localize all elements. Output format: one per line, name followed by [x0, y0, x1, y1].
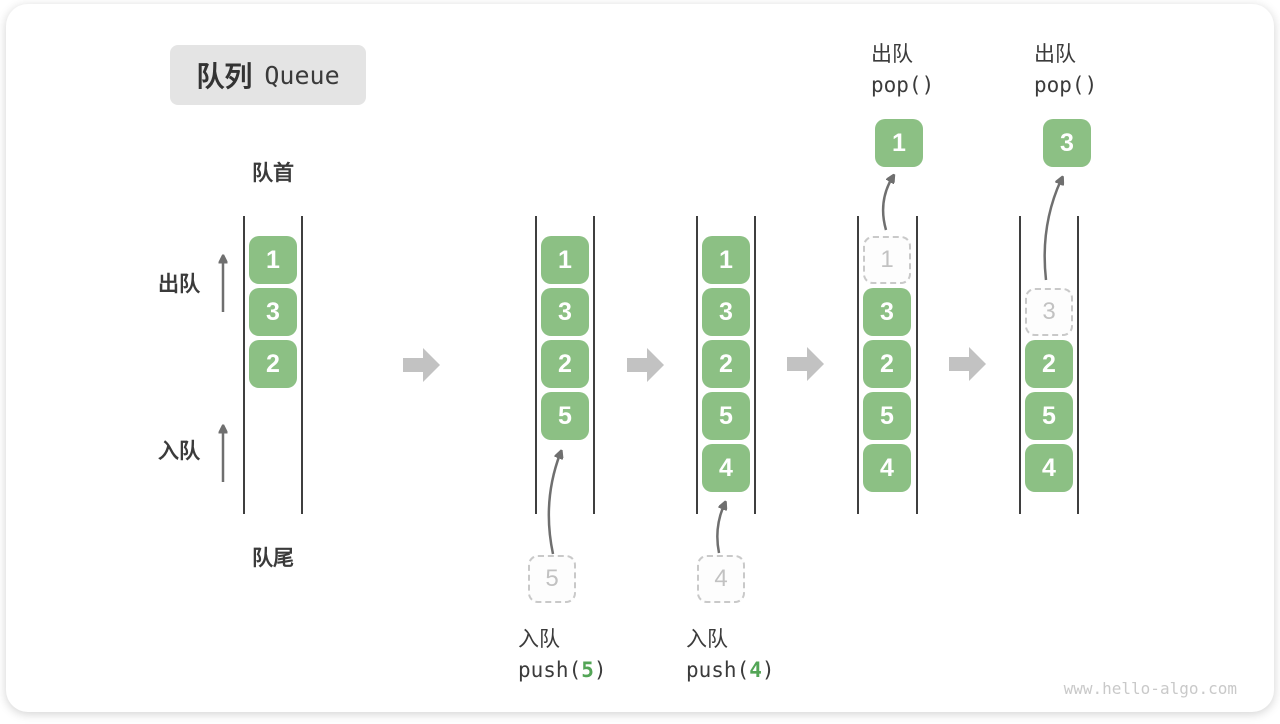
pop-code-label: pop() — [871, 73, 935, 97]
queue-wall — [1019, 216, 1021, 514]
queue-cell: 2 — [863, 340, 911, 388]
code-post: ) — [593, 658, 607, 682]
queue-cell: 1 — [541, 236, 589, 284]
queue-wall — [857, 216, 859, 514]
popped-cell: 1 — [875, 119, 923, 167]
incoming-cell-ghost: 4 — [697, 555, 745, 603]
queue-cell: 1 — [249, 236, 297, 284]
enqueue-curve-arrow-icon — [716, 505, 724, 554]
queue-cell: 1 — [702, 236, 750, 284]
queue-cell: 3 — [541, 288, 589, 336]
enqueue-op-label: 入队 — [518, 628, 560, 651]
queue-wall — [916, 216, 918, 514]
queue-cell: 5 — [702, 392, 750, 440]
diagram-canvas: 队列 Queue 队首 队尾 出队 入队 1 3 2 1 3 2 5 5 入队 … — [6, 4, 1274, 712]
code-arg: 4 — [749, 658, 762, 682]
queue-wall — [593, 216, 595, 514]
stage-transition-arrow-icon — [949, 347, 986, 381]
queue-cell: 4 — [702, 444, 750, 492]
arrows-overlay — [6, 4, 1280, 555]
code-post: ) — [761, 658, 775, 682]
stage-transition-arrow-icon — [787, 347, 824, 381]
queue-wall — [301, 216, 303, 514]
title-english: Queue — [264, 60, 340, 90]
code-pre: push( — [518, 658, 582, 682]
push5-code-label: push(5) — [518, 658, 607, 682]
code-pre: push( — [686, 658, 750, 682]
dequeue-curve-arrow-icon — [881, 178, 892, 231]
queue-cell: 5 — [863, 392, 911, 440]
watermark: www.hello-algo.com — [1063, 679, 1237, 698]
dequeue-curve-arrow-icon — [1043, 180, 1061, 281]
code-arg: 5 — [581, 658, 594, 682]
dequeue-op-label: 出队 — [1034, 43, 1076, 66]
enqueue-side-label: 入队 — [158, 440, 200, 463]
queue-cell: 2 — [249, 340, 297, 388]
queue-wall — [696, 216, 698, 514]
stage-transition-arrow-icon — [403, 348, 440, 382]
queue-cell: 5 — [1025, 392, 1073, 440]
queue-cell: 4 — [863, 444, 911, 492]
queue-cell: 2 — [702, 340, 750, 388]
popped-cell: 3 — [1043, 119, 1091, 167]
queue-wall — [243, 216, 245, 514]
queue-rear-label: 队尾 — [252, 547, 294, 570]
stage-transition-arrow-icon — [627, 348, 664, 382]
push4-code-label: push(4) — [686, 658, 775, 682]
queue-wall — [535, 216, 537, 514]
dequeue-side-label: 出队 — [158, 273, 200, 296]
queue-cell: 3 — [702, 288, 750, 336]
queue-cell-ghost: 3 — [1025, 288, 1073, 336]
queue-cell: 3 — [249, 288, 297, 336]
queue-cell-ghost: 1 — [863, 236, 911, 284]
queue-wall — [1077, 216, 1079, 514]
queue-cell: 2 — [541, 340, 589, 388]
queue-front-label: 队首 — [252, 162, 294, 185]
enqueue-curve-arrow-icon — [547, 454, 560, 555]
queue-cell: 4 — [1025, 444, 1073, 492]
pop-code-label: pop() — [1034, 73, 1098, 97]
title-chinese: 队列 — [196, 61, 253, 92]
title-box: 队列 Queue — [170, 45, 366, 105]
incoming-cell-ghost: 5 — [528, 555, 576, 603]
dequeue-op-label: 出队 — [871, 43, 913, 66]
enqueue-op-label: 入队 — [686, 628, 728, 651]
queue-wall — [754, 216, 756, 514]
queue-cell: 2 — [1025, 340, 1073, 388]
queue-cell: 3 — [863, 288, 911, 336]
queue-cell: 5 — [541, 392, 589, 440]
